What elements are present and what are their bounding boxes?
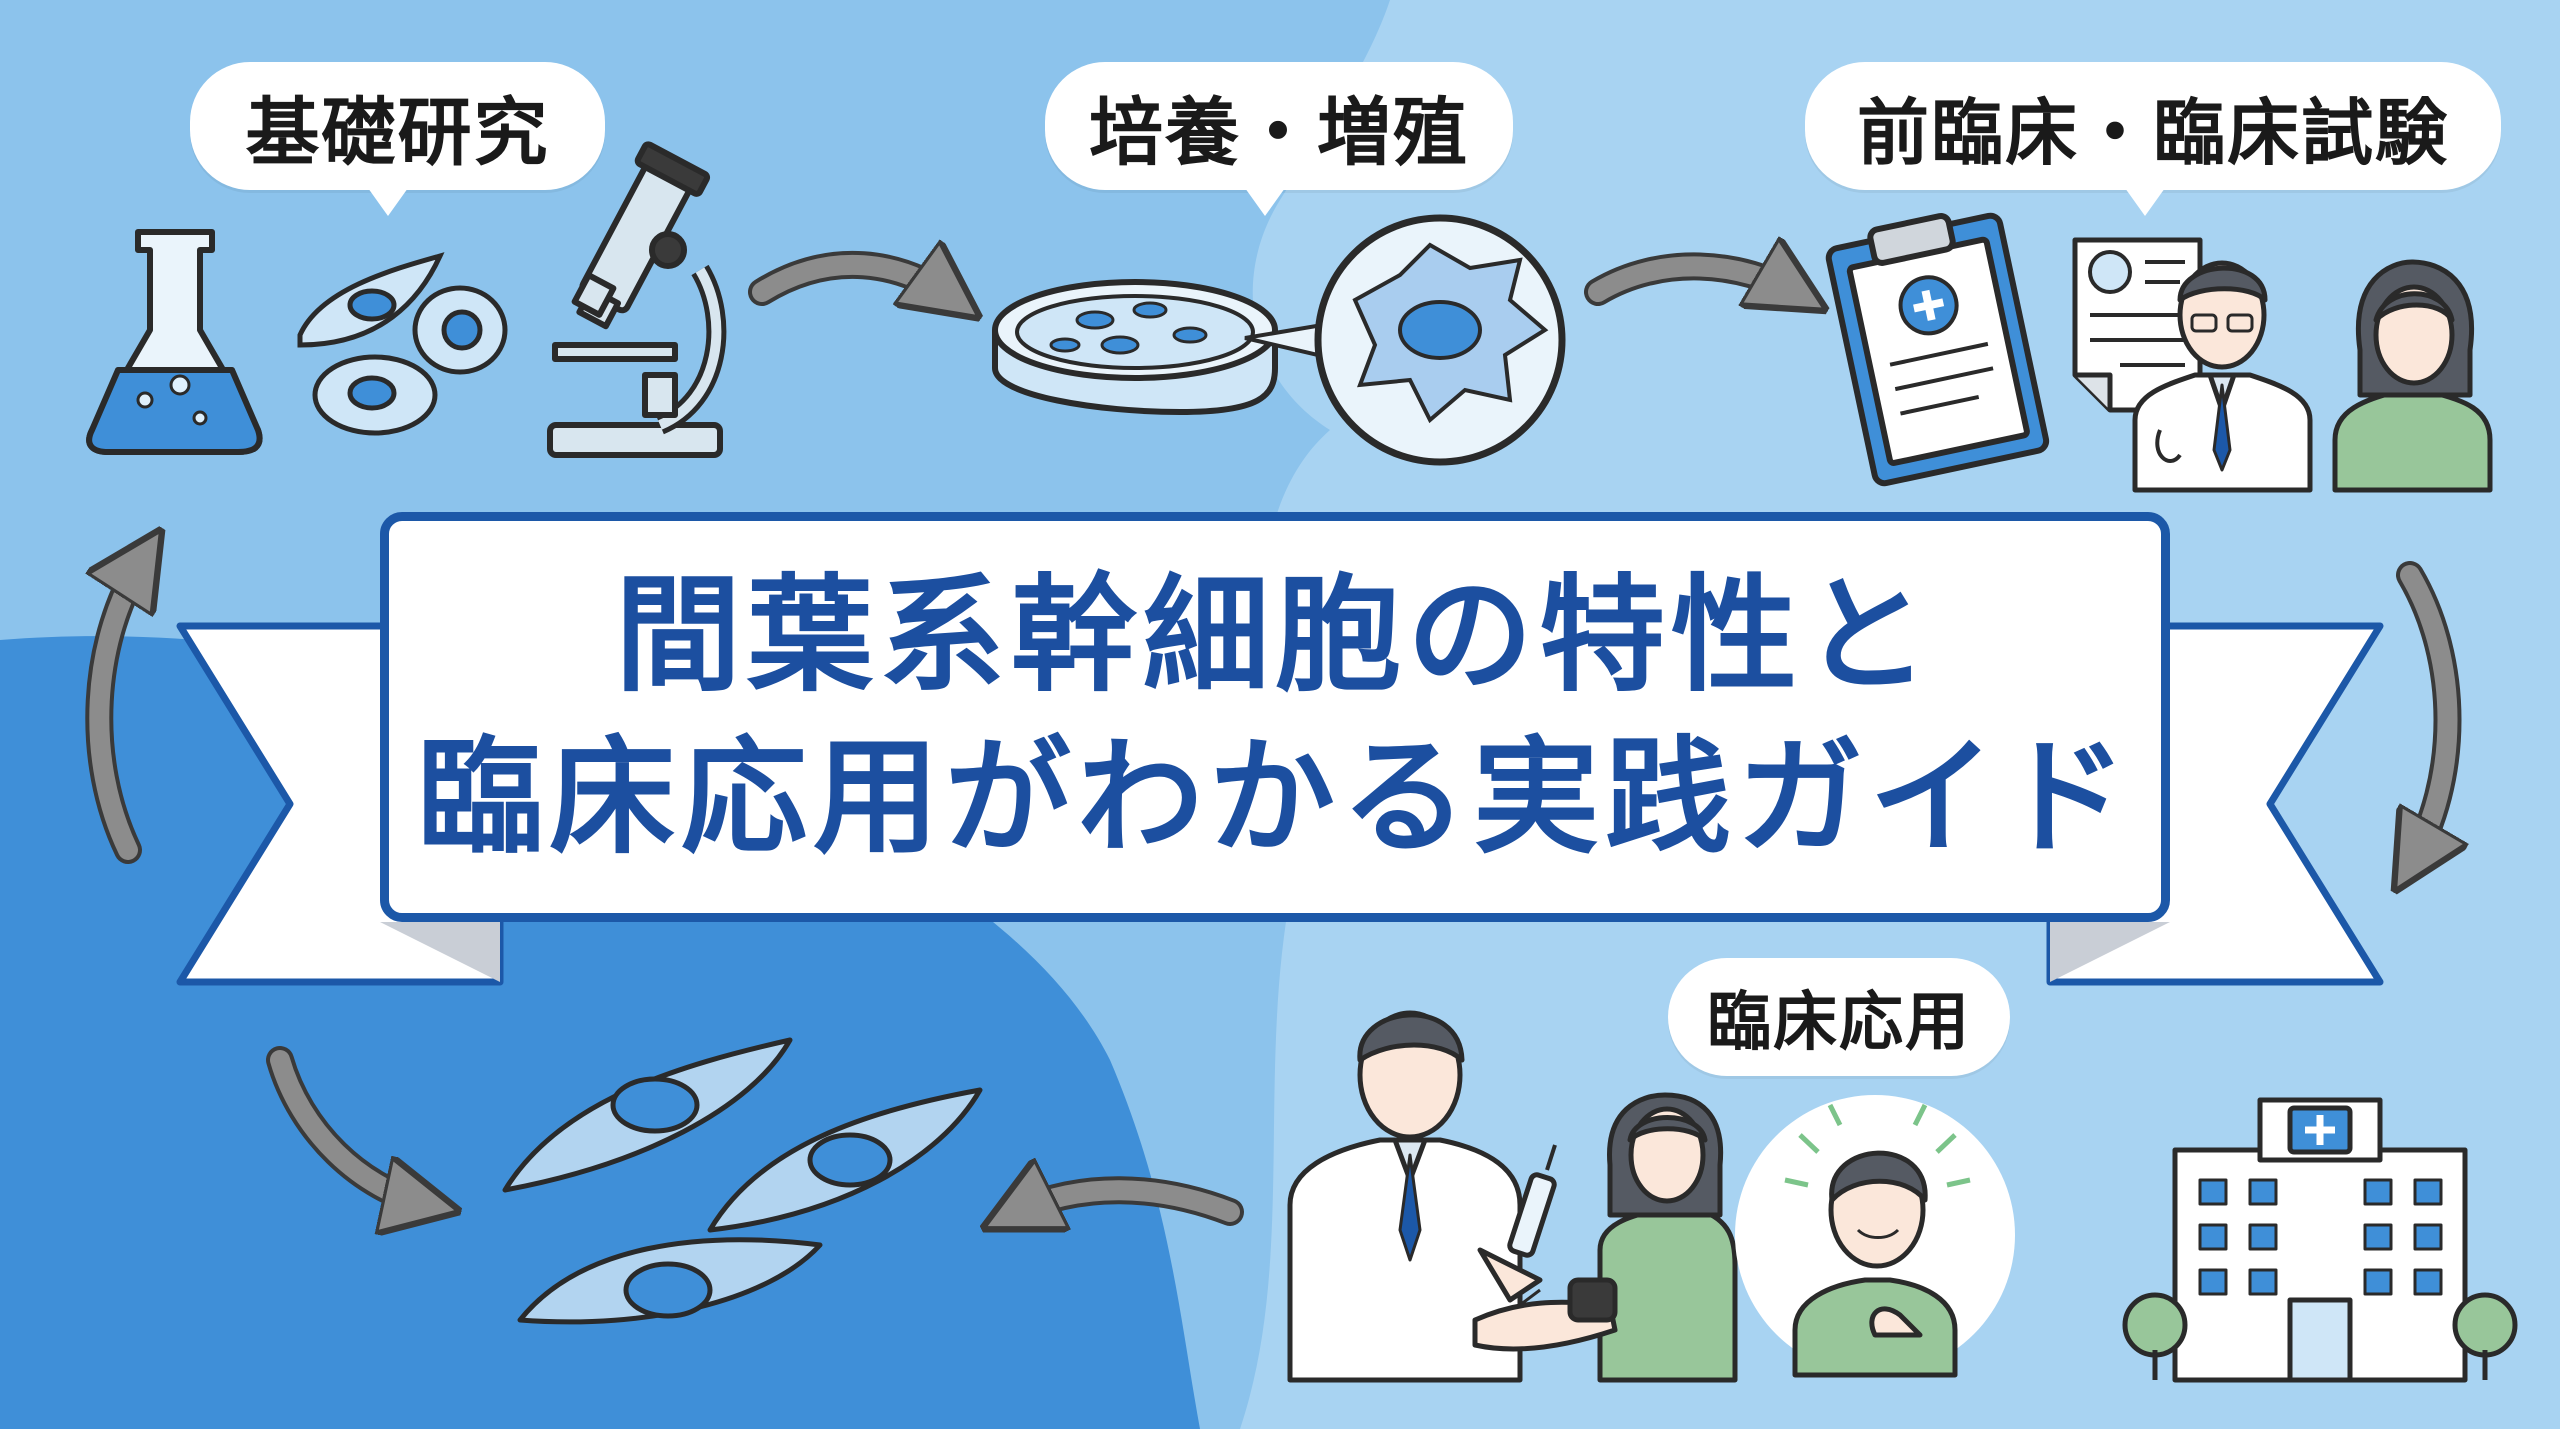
- doctor-injection-icon: [1287, 1010, 1738, 1383]
- preclinical-label: 前臨床・臨床試験: [1805, 62, 2501, 216]
- magnified-cell-icon: [1314, 214, 1566, 466]
- clinical-application-label: 臨床応用: [1668, 958, 2010, 1076]
- arrow-up-left: [85, 555, 145, 864]
- arrow-preclinical-down: [2410, 561, 2448, 865]
- document-icon: [2072, 237, 2203, 413]
- arrow-research-to-culture: [748, 265, 955, 300]
- clipboard-icon: [1825, 212, 2050, 487]
- hospital-icon: [2122, 1097, 2518, 1383]
- culture-label: 培養・増殖: [1045, 62, 1513, 216]
- flask-icon: [86, 229, 263, 455]
- title-banner: 間葉系幹細胞の特性と 臨床応用がわかる実践ガイド: [380, 512, 2170, 922]
- recovered-patient-icon: [1735, 1095, 2015, 1378]
- microscope-icon: [547, 141, 727, 458]
- arrow-clinical-to-cells: [1010, 1190, 1244, 1215]
- stem-cells-icon: [502, 1037, 983, 1325]
- title-line-1: 間葉系幹細胞の特性と: [615, 562, 1935, 709]
- doctor-icon: [2132, 260, 2313, 493]
- arrow-cells-curve: [266, 1046, 430, 1205]
- arrow-culture-to-preclinical: [1584, 266, 1800, 295]
- patient-woman-icon: [2332, 259, 2493, 493]
- cells-icon: [297, 252, 508, 436]
- title-line-2: 臨床応用がわかる実践ガイド: [417, 724, 2133, 871]
- flow-arrows: [85, 265, 2448, 1215]
- basic-research-label: 基礎研究: [190, 62, 605, 216]
